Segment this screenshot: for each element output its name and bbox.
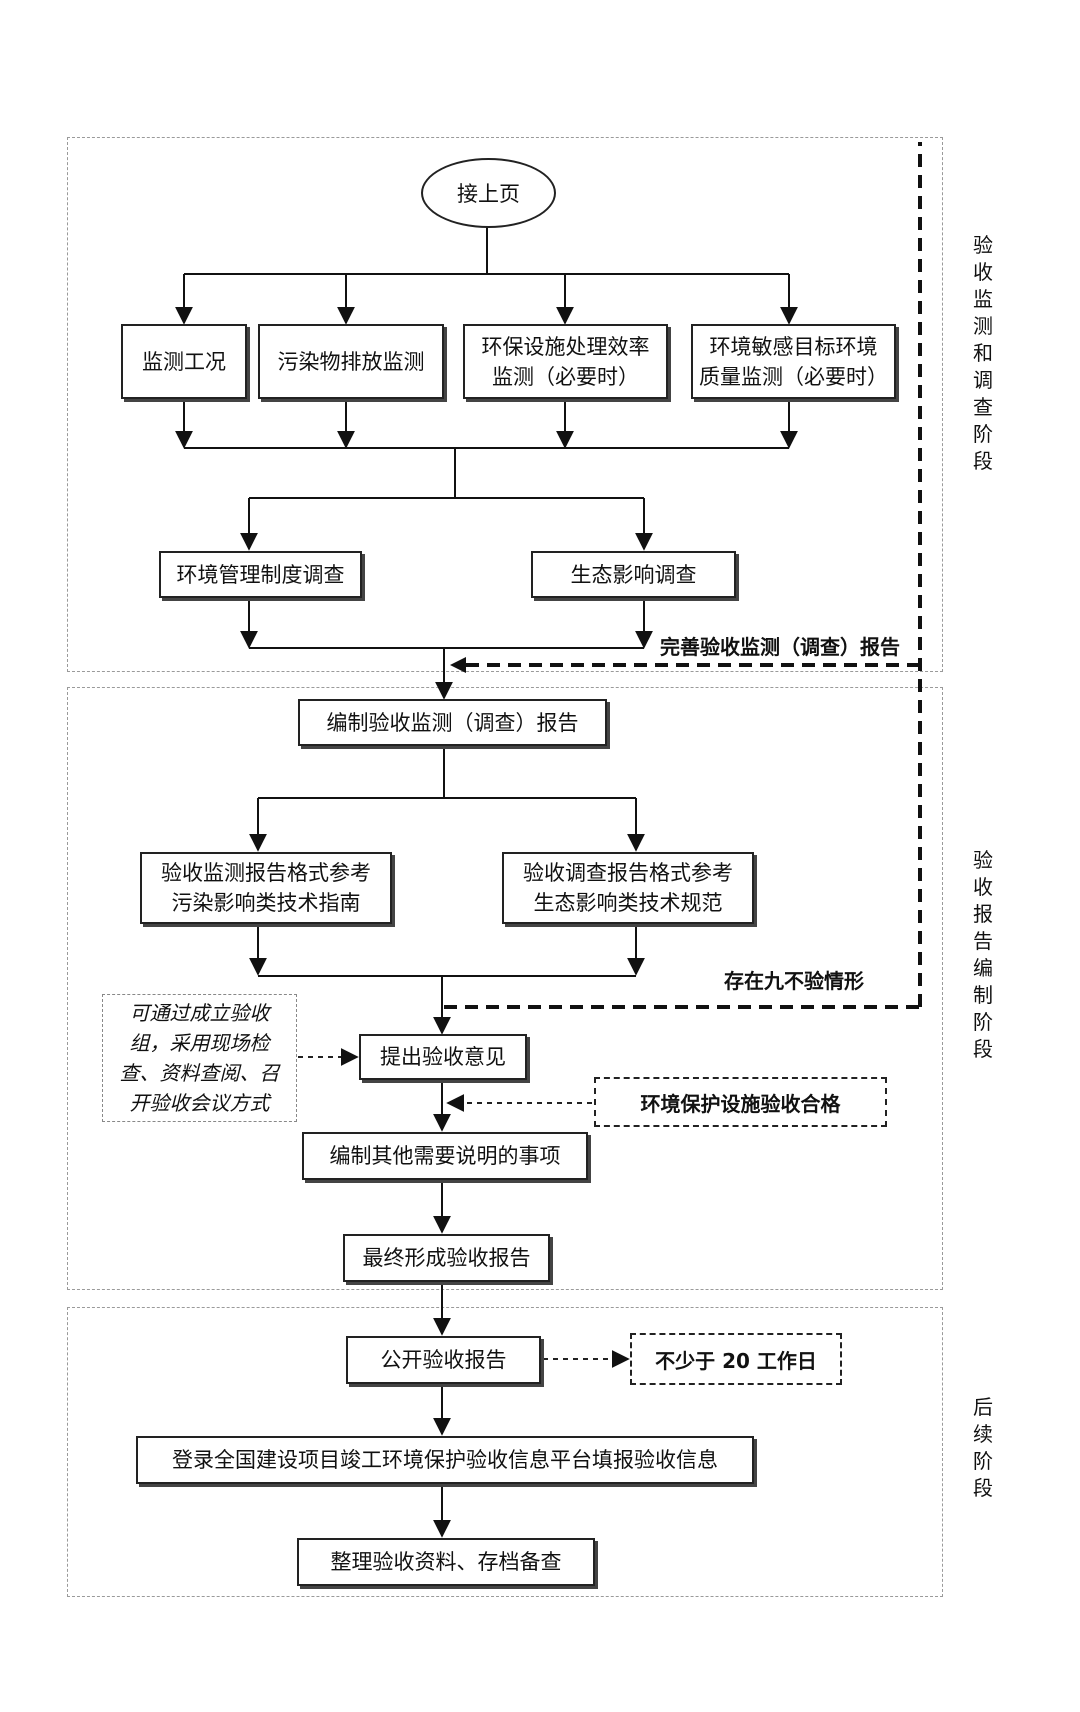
- section-monitoring: [67, 137, 943, 672]
- node-archive: 整理验收资料、存档备查: [297, 1538, 595, 1586]
- node-management-survey: 环境管理制度调查: [159, 551, 362, 598]
- stage-label-monitoring: 验收监测和调查阶段: [973, 233, 993, 473]
- node-sensitive-target: 环境敏感目标环境 质量监测（必要时）: [691, 324, 896, 399]
- stage-label-report: 验收报告编制阶段: [973, 848, 993, 1061]
- node-monitor-conditions: 监测工况: [121, 324, 247, 399]
- node-other-matters: 编制其他需要说明的事项: [302, 1132, 588, 1180]
- section-report: [67, 687, 943, 1290]
- note-acceptance-method: 可通过成立验收 组，采用现场检 查、资料查阅、召 开验收会议方式: [102, 994, 297, 1122]
- node-start: 接上页: [421, 158, 556, 228]
- node-publish-report: 公开验收报告: [346, 1336, 541, 1384]
- node-facility-efficiency: 环保设施处理效率 监测（必要时）: [463, 324, 668, 399]
- node-pollutant-monitoring: 污染物排放监测: [258, 324, 444, 399]
- feedback-arrowhead: [450, 657, 466, 673]
- stage-label-followup: 后续阶段: [973, 1395, 993, 1500]
- node-acceptance-opinion: 提出验收意见: [359, 1034, 527, 1080]
- node-register-platform: 登录全国建设项目竣工环境保护验收信息平台填报验收信息: [136, 1436, 754, 1484]
- section-followup: [67, 1307, 943, 1597]
- box-facility-qualified: 环境保护设施验收合格: [594, 1077, 887, 1127]
- node-ecology-survey: 生态影响调查: [531, 551, 736, 598]
- node-compile-report: 编制验收监测（调查）报告: [298, 699, 607, 746]
- node-final-report: 最终形成验收报告: [343, 1234, 550, 1282]
- node-format-survey: 验收调查报告格式参考 生态影响类技术规范: [502, 852, 754, 924]
- box-min-days: 不少于 20 工作日: [630, 1333, 842, 1385]
- node-format-monitoring: 验收监测报告格式参考 污染影响类技术指南: [140, 852, 392, 924]
- label-improve-report: 完善验收监测（调查）报告: [660, 635, 900, 659]
- label-nine-conditions: 存在九不验情形: [724, 969, 864, 993]
